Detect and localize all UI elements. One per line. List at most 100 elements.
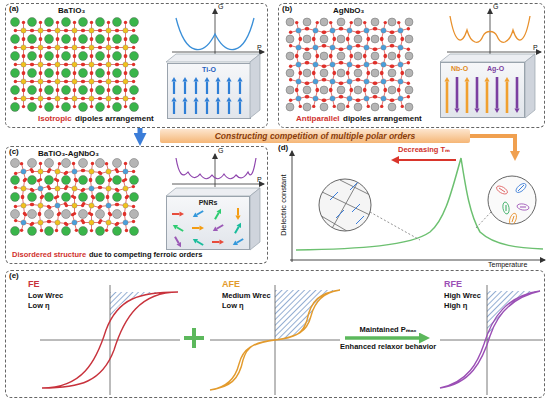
oxygen-atom — [350, 88, 353, 91]
oxygen-atom — [125, 196, 128, 199]
dipole-arrow — [233, 240, 238, 245]
bond — [66, 47, 74, 48]
dipole-arrow — [484, 77, 489, 82]
a-site-atom — [79, 103, 88, 112]
b-site-atom — [89, 79, 94, 84]
bond — [348, 74, 350, 82]
b-site-atom — [296, 45, 301, 50]
figure-label: Isotropic — [38, 115, 72, 124]
bond — [108, 206, 110, 214]
a-site-atom — [79, 86, 88, 95]
oxygen-atom — [124, 21, 127, 24]
a-site-atom — [28, 193, 37, 202]
bond — [40, 73, 41, 81]
oxygen-atom — [64, 29, 67, 32]
bond — [24, 204, 32, 206]
oxygen-atom — [82, 188, 85, 191]
bond — [83, 188, 91, 190]
oxygen-atom — [14, 172, 17, 175]
bond — [66, 171, 74, 173]
oxygen-atom — [64, 46, 67, 49]
dipole-arrow — [235, 216, 240, 221]
oxygen-atom — [123, 212, 126, 215]
bond — [333, 74, 335, 82]
bond — [124, 181, 126, 189]
a-site-atom — [354, 69, 362, 77]
bond — [342, 29, 350, 31]
a-site-atom — [337, 35, 345, 43]
a-site-atom — [11, 193, 20, 202]
bond — [365, 82, 367, 90]
oxygen-atom — [316, 55, 319, 58]
figure-label: Disordered structure — [12, 251, 86, 259]
bond — [91, 223, 92, 231]
oxygen-atom — [38, 212, 41, 215]
a-site-atom — [286, 69, 294, 77]
oxygen-atom — [65, 185, 68, 188]
bond — [359, 46, 367, 48]
dipole-arrow — [173, 225, 178, 230]
bond — [308, 29, 316, 31]
bond — [23, 39, 24, 47]
oxygen-atom — [98, 206, 101, 209]
a-site-atom — [28, 103, 37, 112]
oxygen-atom — [363, 88, 366, 91]
oxygen-atom — [306, 27, 309, 30]
a-site-atom — [303, 69, 311, 77]
oxygen-atom — [14, 97, 17, 100]
box-face — [250, 54, 260, 118]
oxygen-atom — [340, 48, 343, 51]
b-site-atom — [364, 96, 369, 101]
oxygen-atom — [20, 162, 23, 165]
oxygen-atom — [407, 82, 410, 85]
figure-label: dipoles arrangement — [75, 115, 154, 124]
oxygen-atom — [390, 99, 393, 102]
oxygen-atom — [14, 80, 17, 83]
dipole-arrow — [217, 82, 219, 95]
oxygen-atom — [346, 72, 349, 75]
figure-label: Dielectric constant — [279, 174, 287, 235]
bond — [350, 99, 358, 101]
oxygen-atom — [48, 187, 51, 190]
b-site-atom — [347, 28, 352, 33]
bond — [299, 48, 307, 50]
bond — [66, 98, 74, 99]
oxygen-atom — [390, 65, 393, 68]
bond — [57, 56, 58, 64]
bond — [126, 187, 134, 189]
b-site-atom — [123, 186, 128, 191]
pnr-zoom — [495, 184, 508, 195]
oxygen-atom — [380, 71, 383, 74]
b-site-atom — [89, 220, 94, 225]
oxygen-atom — [401, 37, 404, 40]
bond — [399, 91, 401, 99]
oxygen-atom — [380, 105, 383, 108]
a-site-atom — [337, 18, 345, 26]
bond — [401, 97, 409, 99]
bond — [384, 80, 392, 82]
oxygen-atom — [124, 71, 127, 74]
oxygen-atom — [124, 38, 127, 41]
a-site-atom — [405, 103, 413, 111]
dipole-box: PNRs — [166, 196, 250, 250]
a-site-atom — [405, 69, 413, 77]
bond — [74, 206, 75, 214]
b-site-atom — [347, 62, 352, 67]
b-site-atom — [21, 79, 26, 84]
b-site-atom — [72, 96, 77, 101]
oxygen-atom — [333, 71, 336, 74]
bond — [91, 82, 92, 90]
bond — [41, 187, 49, 189]
b-site-atom — [55, 220, 60, 225]
oxygen-atom — [41, 195, 44, 198]
bond — [399, 48, 401, 56]
a-site-atom — [130, 227, 139, 236]
dipole-arrow — [474, 109, 479, 114]
domain-zoom — [336, 210, 344, 218]
domain-zoom — [318, 178, 372, 234]
bond — [299, 63, 307, 65]
bond — [401, 48, 409, 50]
oxygen-atom — [90, 72, 93, 75]
oxygen-atom — [397, 55, 400, 58]
bond — [67, 223, 75, 225]
